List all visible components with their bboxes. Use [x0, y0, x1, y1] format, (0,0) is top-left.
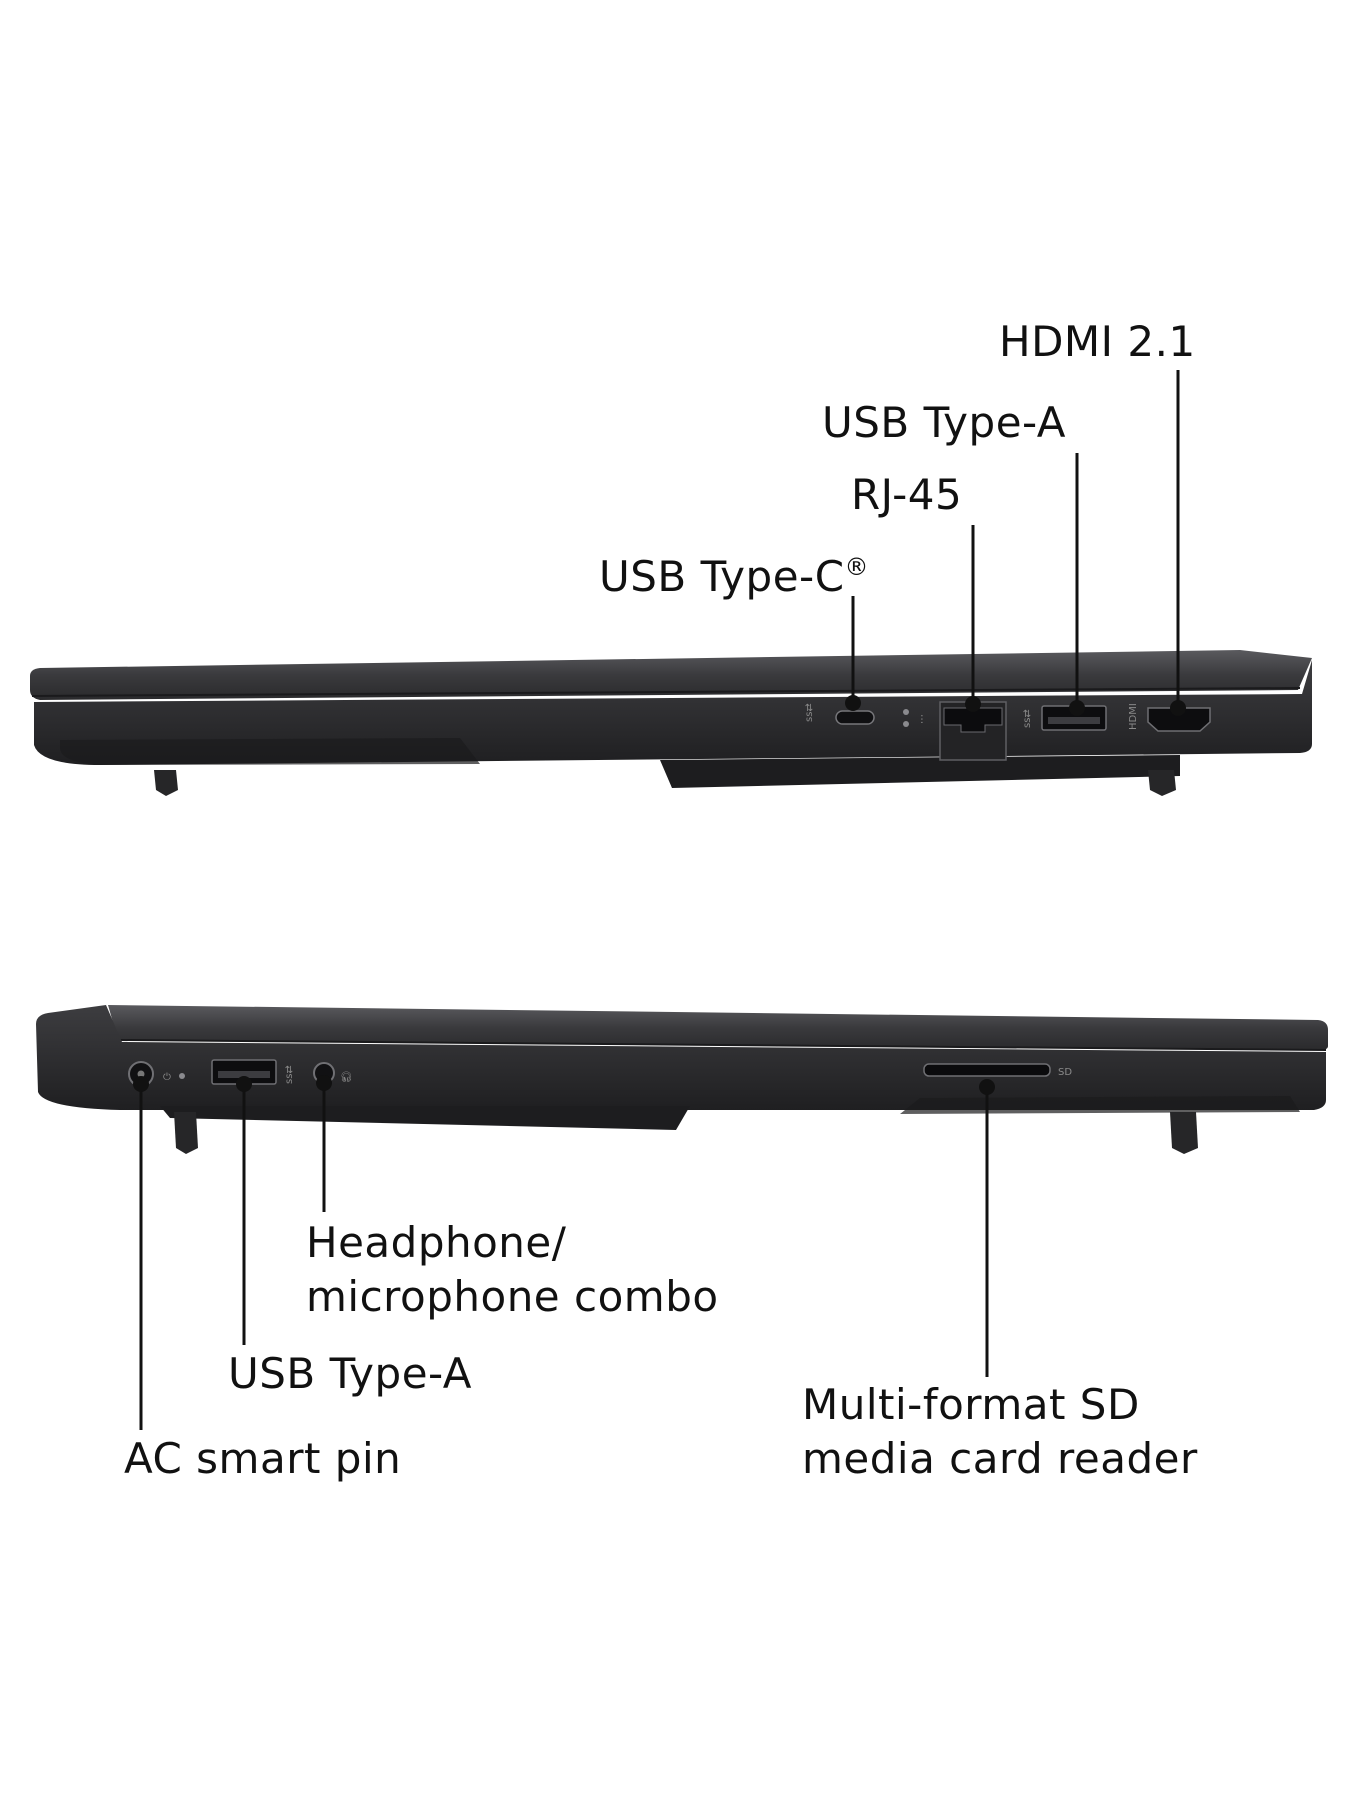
laptop-lid-right-view	[30, 650, 1312, 700]
rubber-foot-rear	[1148, 770, 1176, 796]
usb-a-port-tongue-left-view	[218, 1071, 270, 1078]
usb-a-port-tongue	[1048, 717, 1100, 724]
hdmi-port-symbol: HDMI	[1128, 703, 1139, 730]
laptop-base-left-view	[36, 1005, 1326, 1110]
hdmi-port	[1147, 707, 1211, 732]
ac-power-symbol: ⏻	[163, 1072, 171, 1083]
base-vent-texture-left-view	[900, 1096, 1300, 1114]
label-audio-line-1: Headphone/	[306, 1218, 567, 1267]
usb-c-port-symbol: ss⇄	[804, 703, 815, 722]
label-sd-line-1: Multi-format SD	[802, 1380, 1140, 1429]
callout-dot-rj45	[965, 696, 981, 712]
label-sd-reader: Multi-format SD media card reader	[802, 1378, 1198, 1486]
label-rj45: RJ-45	[851, 470, 963, 519]
label-audio-line-2: microphone combo	[306, 1272, 719, 1321]
rubber-foot-left-view-rear	[1170, 1112, 1198, 1154]
rj45-port-symbol: ⋯	[917, 714, 928, 724]
headset-symbol: 🎧︎	[340, 1071, 353, 1083]
laptop-lid-left-view	[108, 1005, 1328, 1050]
rubber-foot-left-view-front	[174, 1112, 198, 1154]
base-vent-texture	[60, 738, 480, 765]
label-sd-line-2: media card reader	[802, 1434, 1198, 1483]
left-side-view: ⏻ ss⇄ 🎧︎ SD	[36, 1005, 1328, 1430]
callout-dot-hdmi	[1170, 700, 1186, 716]
base-bottom-ledge	[660, 755, 1180, 788]
label-audio-combo: Headphone/ microphone combo	[306, 1216, 719, 1324]
callout-dot-usb-c	[845, 695, 861, 711]
rubber-foot-front	[154, 770, 178, 796]
lid-seam-line	[31, 687, 1301, 697]
activity-led	[903, 709, 909, 715]
callout-dot-usb-a	[1069, 700, 1085, 716]
usb-a-port-symbol: ss⇄	[1022, 709, 1033, 728]
ac-smart-pin-center	[137, 1070, 145, 1078]
callout-dot-audio	[316, 1075, 332, 1091]
label-usb-a-left: USB Type-A	[228, 1349, 472, 1398]
right-side-view: ss⇄ ⋯ ss⇄ HDMI	[30, 370, 1312, 796]
label-ac-smart-pin: AC smart pin	[124, 1434, 402, 1483]
base-bottom-ledge-left-view	[160, 1106, 690, 1130]
sd-slot-marking: SD	[1058, 1067, 1072, 1078]
usb-c-port	[835, 710, 875, 725]
label-hdmi: HDMI 2.1	[999, 317, 1196, 366]
rj45-port-opening	[943, 707, 1003, 733]
label-usb-c-text: USB Type-C	[599, 552, 845, 601]
sd-card-slot	[923, 1063, 1051, 1077]
link-led	[903, 721, 909, 727]
label-usb-c: USB Type-C®	[599, 540, 869, 604]
lid-seam-line-left-view	[119, 1039, 1327, 1051]
callout-dot-usb-a-left	[236, 1076, 252, 1092]
label-usb-a-right: USB Type-A	[822, 398, 1066, 447]
callout-dot-ac-pin	[133, 1076, 149, 1092]
usb-a-port-symbol-left-view: ss⇄	[284, 1065, 295, 1084]
charge-led	[179, 1073, 185, 1079]
registered-mark: ®	[844, 553, 870, 581]
callout-dot-sd	[979, 1079, 995, 1095]
